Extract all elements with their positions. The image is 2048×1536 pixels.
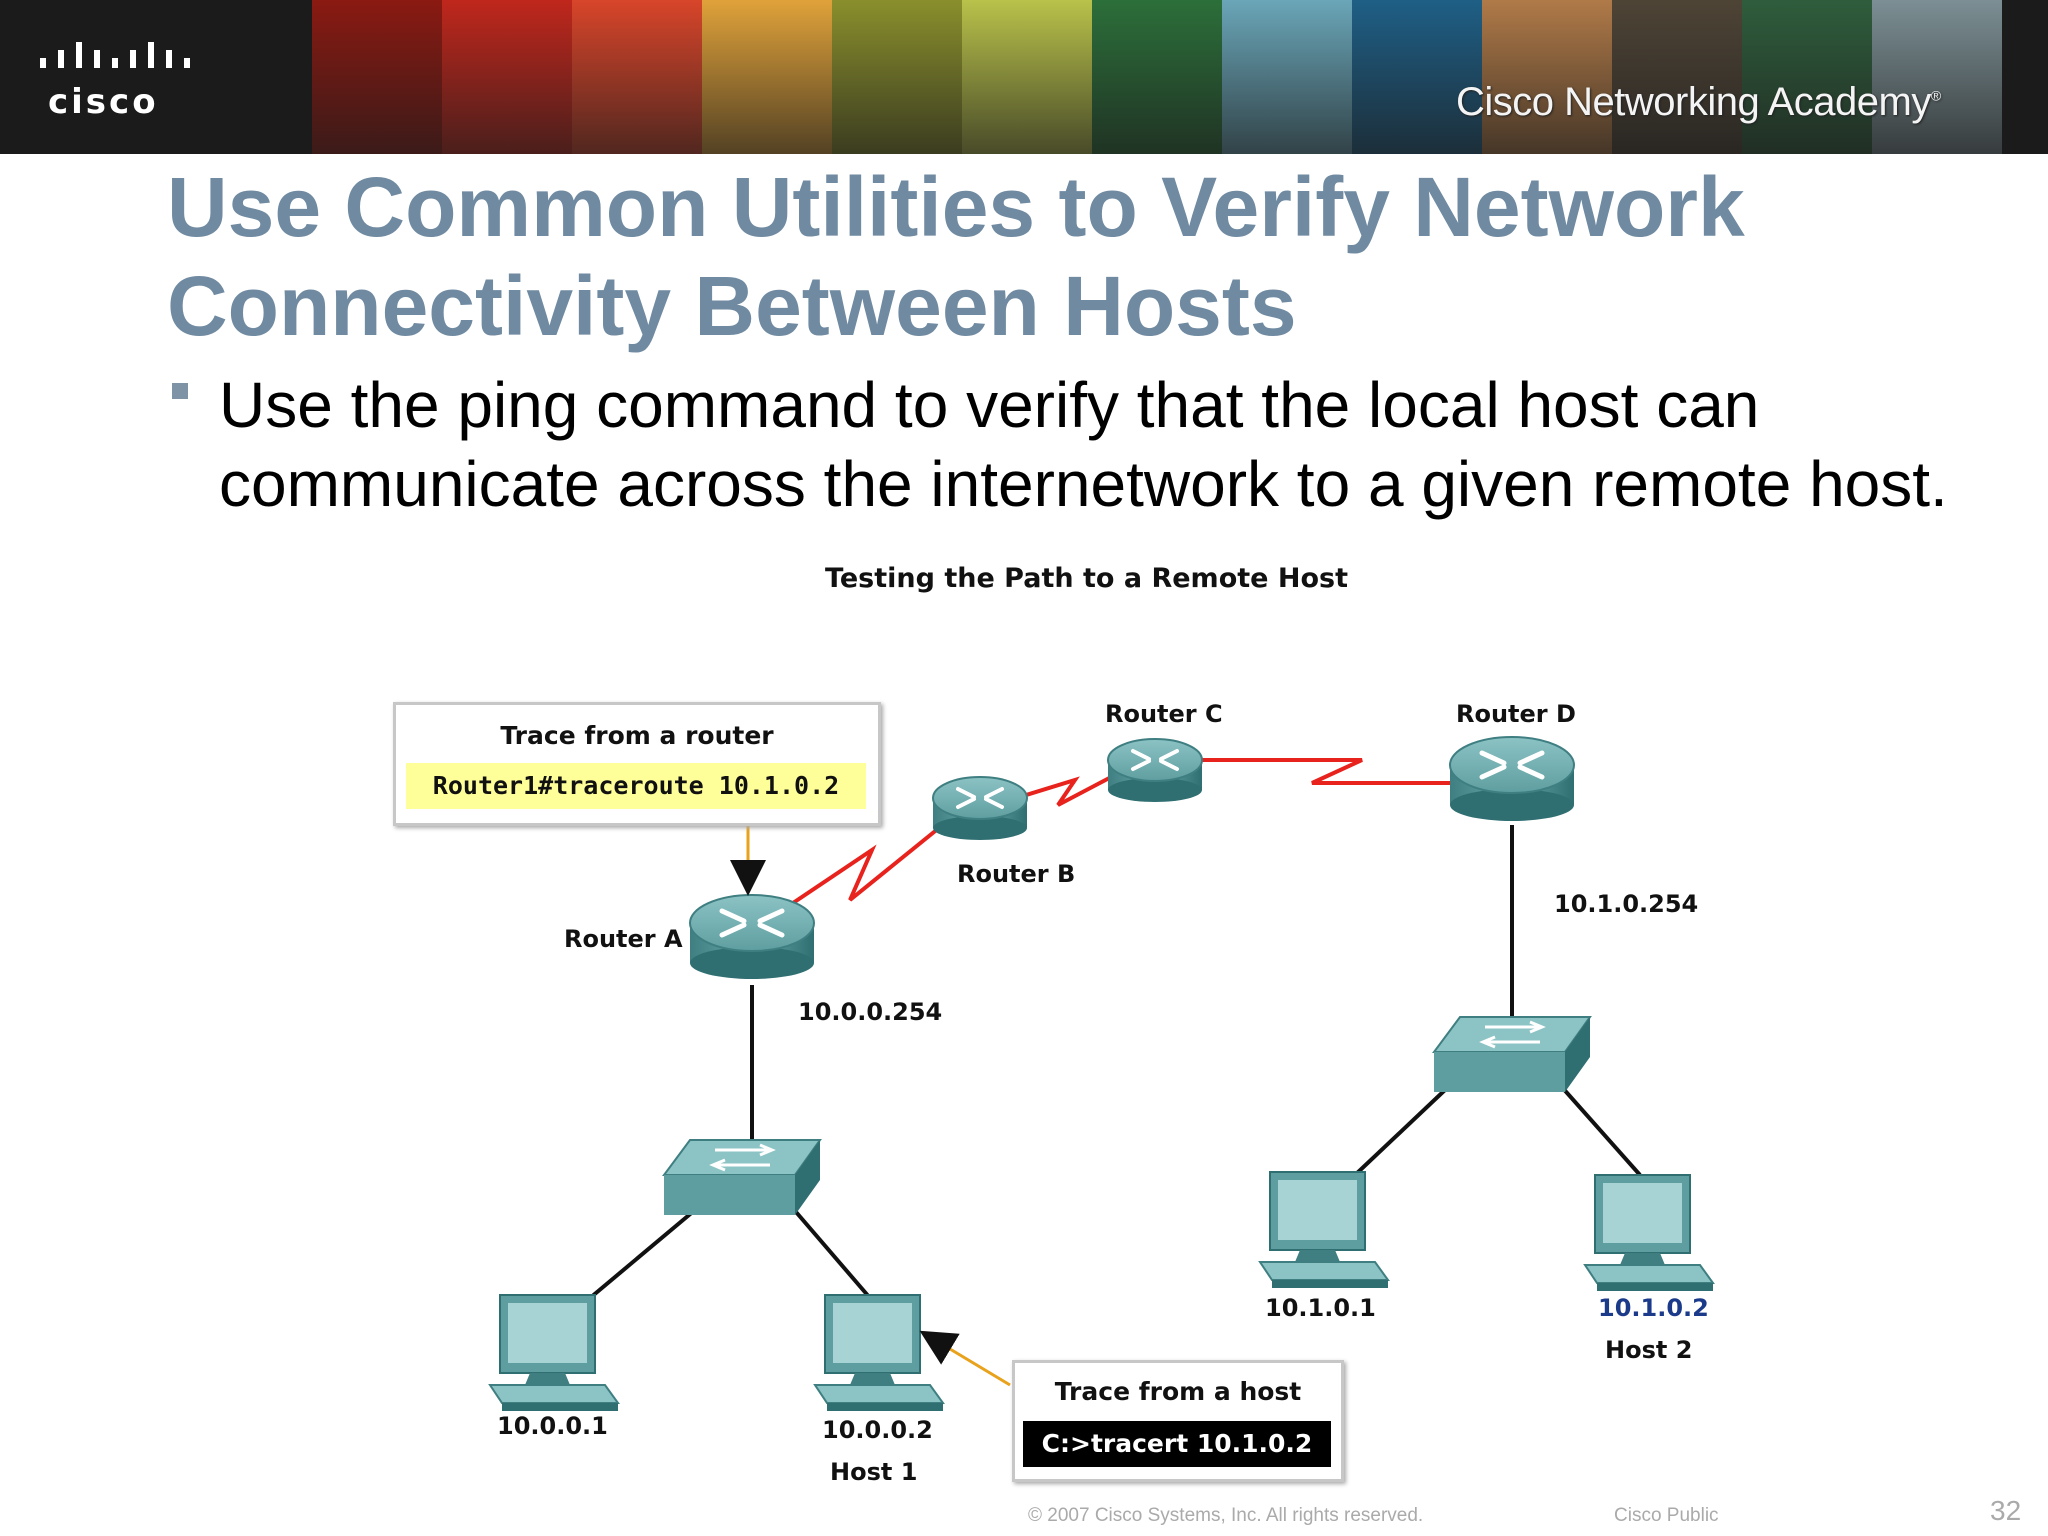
footer-classification: Cisco Public [1614, 1505, 1719, 1526]
router-d-icon [1449, 736, 1575, 821]
pc-host2-ip: 10.1.0.2 [1598, 1294, 1709, 1322]
lan-link-switch-pc1 [588, 1208, 697, 1300]
router-d-lan-ip: 10.1.0.254 [1554, 890, 1698, 918]
slide-title: Use Common Utilities to Verify Network C… [167, 160, 1745, 353]
banner-photo-block [1352, 0, 1482, 154]
cisco-logo-text: cisco [48, 82, 159, 122]
bullet-marker [172, 383, 188, 399]
banner-photo-block [832, 0, 962, 154]
banner-photo-block [702, 0, 832, 154]
banner-photo-block [1092, 0, 1222, 154]
router-trace-callout: Trace from a router Router1#traceroute 1… [393, 702, 881, 826]
banner-photo-block [962, 0, 1092, 154]
host-trace-callout: Trace from a host C:>tracert 10.1.0.2 [1012, 1360, 1344, 1482]
diagram-title: Testing the Path to a Remote Host [825, 563, 1348, 594]
wan-link-a-b [788, 813, 957, 907]
router-a-label: Router A [564, 925, 683, 953]
router-d-label: Router D [1456, 700, 1576, 728]
switch-right-icon [1432, 1016, 1592, 1092]
banner-photo-block [1222, 0, 1352, 154]
banner-photo-block [572, 0, 702, 154]
banner-photo-block [312, 0, 442, 154]
banner-photo-block [1612, 0, 1742, 154]
host-trace-title: Trace from a host [1054, 1377, 1302, 1406]
pc-host1-icon [813, 1294, 945, 1411]
router-a-lan-ip: 10.0.0.254 [798, 998, 942, 1026]
router-trace-command: Router1#traceroute 10.1.0.2 [406, 763, 866, 809]
router-a-icon [689, 894, 815, 979]
lan-link-switch-pc2 [788, 1203, 872, 1300]
academy-name-text: Cisco Networking Academy [1456, 80, 1931, 124]
pc-10-1-0-1-label: 10.1.0.1 [1265, 1294, 1376, 1322]
router-b-label: Router B [957, 860, 1075, 888]
cisco-logo-icon [40, 42, 190, 68]
footer-copyright: © 2007 Cisco Systems, Inc. All rights re… [1028, 1505, 1424, 1526]
pc-host2-label: Host 2 [1605, 1336, 1692, 1364]
pc-host1-label: Host 1 [830, 1458, 917, 1486]
header-banner: cisco Cisco Networking Academy® [0, 0, 2048, 154]
pc-host1-ip: 10.0.0.2 [822, 1416, 933, 1444]
banner-photo-strip [312, 0, 2002, 154]
banner-photo-block [1742, 0, 1872, 154]
host-trace-command: C:>tracert 10.1.0.2 [1023, 1421, 1331, 1467]
pc-10-0-0-1-label: 10.0.0.1 [497, 1412, 608, 1440]
router-c-icon [1107, 738, 1203, 802]
lan-link-switch-pc4 [1558, 1083, 1642, 1177]
bullet-text: Use the ping command to verify that the … [219, 369, 1948, 520]
wan-link-c-d [1195, 758, 1455, 785]
page-number: 32 [1990, 1495, 2022, 1526]
banner-photo-block [442, 0, 572, 154]
lan-link-switch-pc3 [1353, 1088, 1447, 1177]
pc-10-0-0-1-icon [488, 1294, 620, 1411]
router-trace-title: Trace from a router [500, 721, 774, 750]
banner-photo-block [1872, 0, 2002, 154]
academy-name: Cisco Networking Academy® [1456, 80, 1941, 125]
host-trace-arrow [919, 1330, 1011, 1387]
switch-left-icon [662, 1139, 822, 1215]
pc-10-1-0-1-icon [1258, 1171, 1390, 1288]
banner-photo-block [1482, 0, 1612, 154]
academy-registered-mark: ® [1930, 87, 1941, 104]
router-c-label: Router C [1105, 700, 1223, 728]
wan-link-b-c [1009, 773, 1116, 807]
router-b-icon [932, 776, 1028, 840]
pc-host2-icon [1583, 1174, 1715, 1291]
